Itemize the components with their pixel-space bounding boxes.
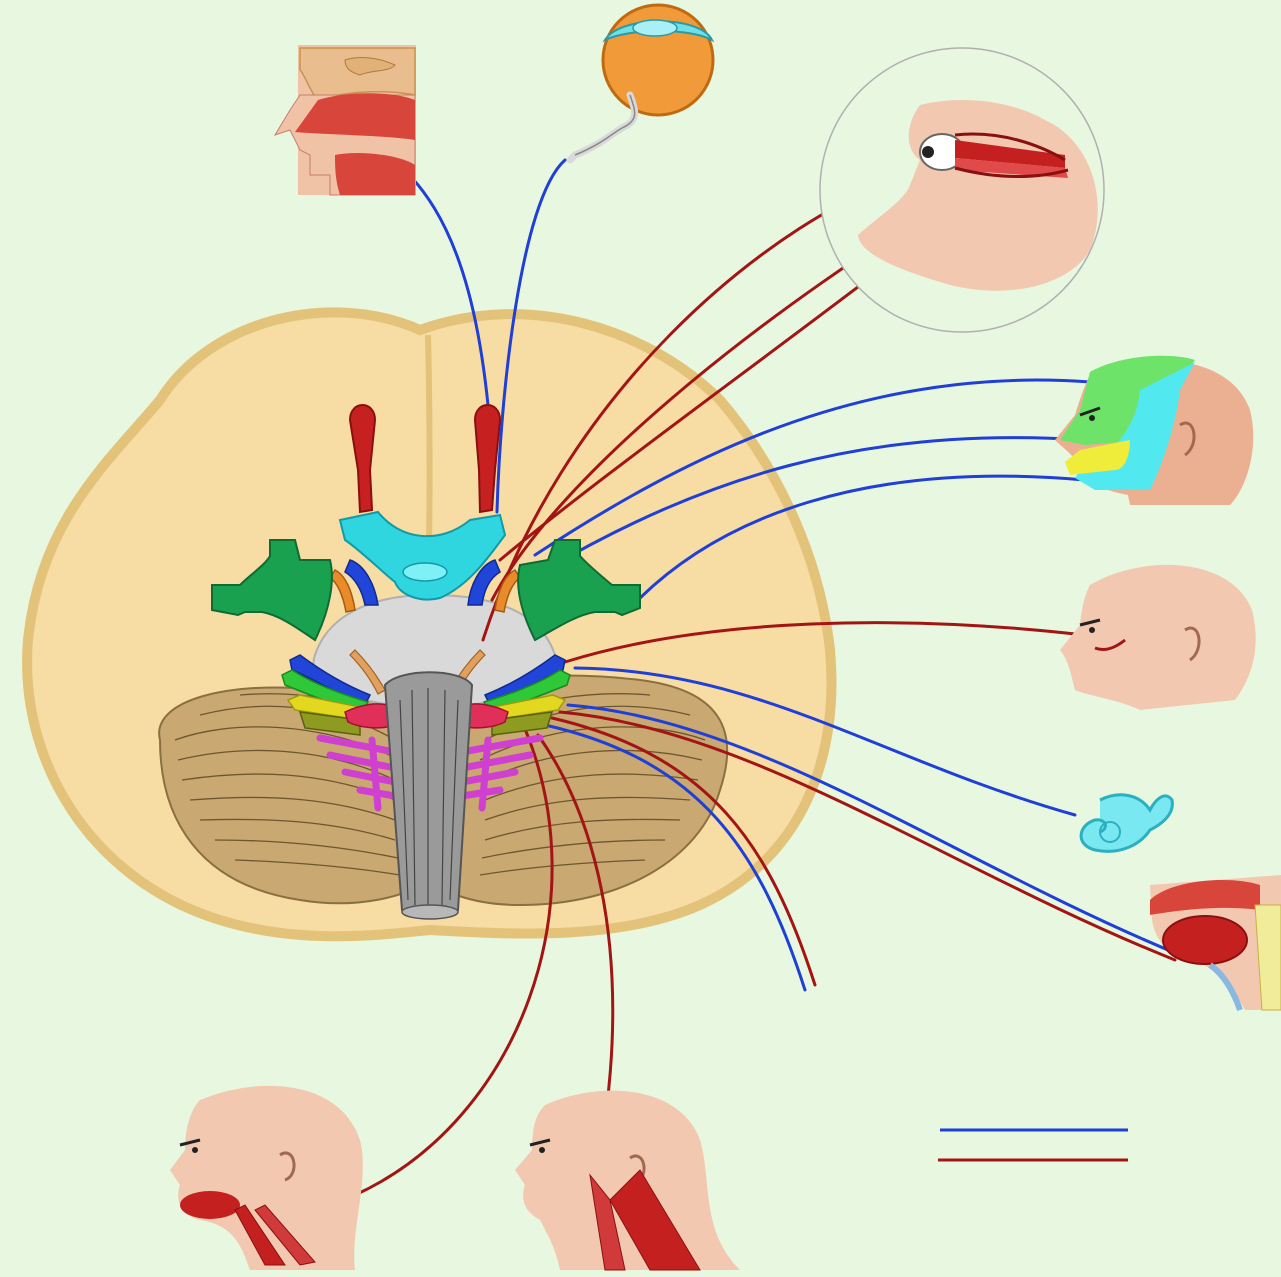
pituitary-stalk	[403, 563, 447, 581]
inner-ear-illustration	[1081, 795, 1172, 852]
nose-olfactory-illustration	[275, 45, 416, 195]
legend	[938, 1130, 1128, 1160]
eye-optic-illustration	[570, 5, 713, 160]
eye-muscles-illustration	[820, 48, 1104, 332]
neck-shoulder-muscles-illustration	[515, 1091, 740, 1270]
jaw-neck-muscles-illustration	[170, 1086, 363, 1270]
face-facial-illustration	[1060, 565, 1256, 710]
tongue-throat-illustration	[1150, 875, 1281, 1010]
face-trigeminal-illustration	[1055, 356, 1253, 505]
